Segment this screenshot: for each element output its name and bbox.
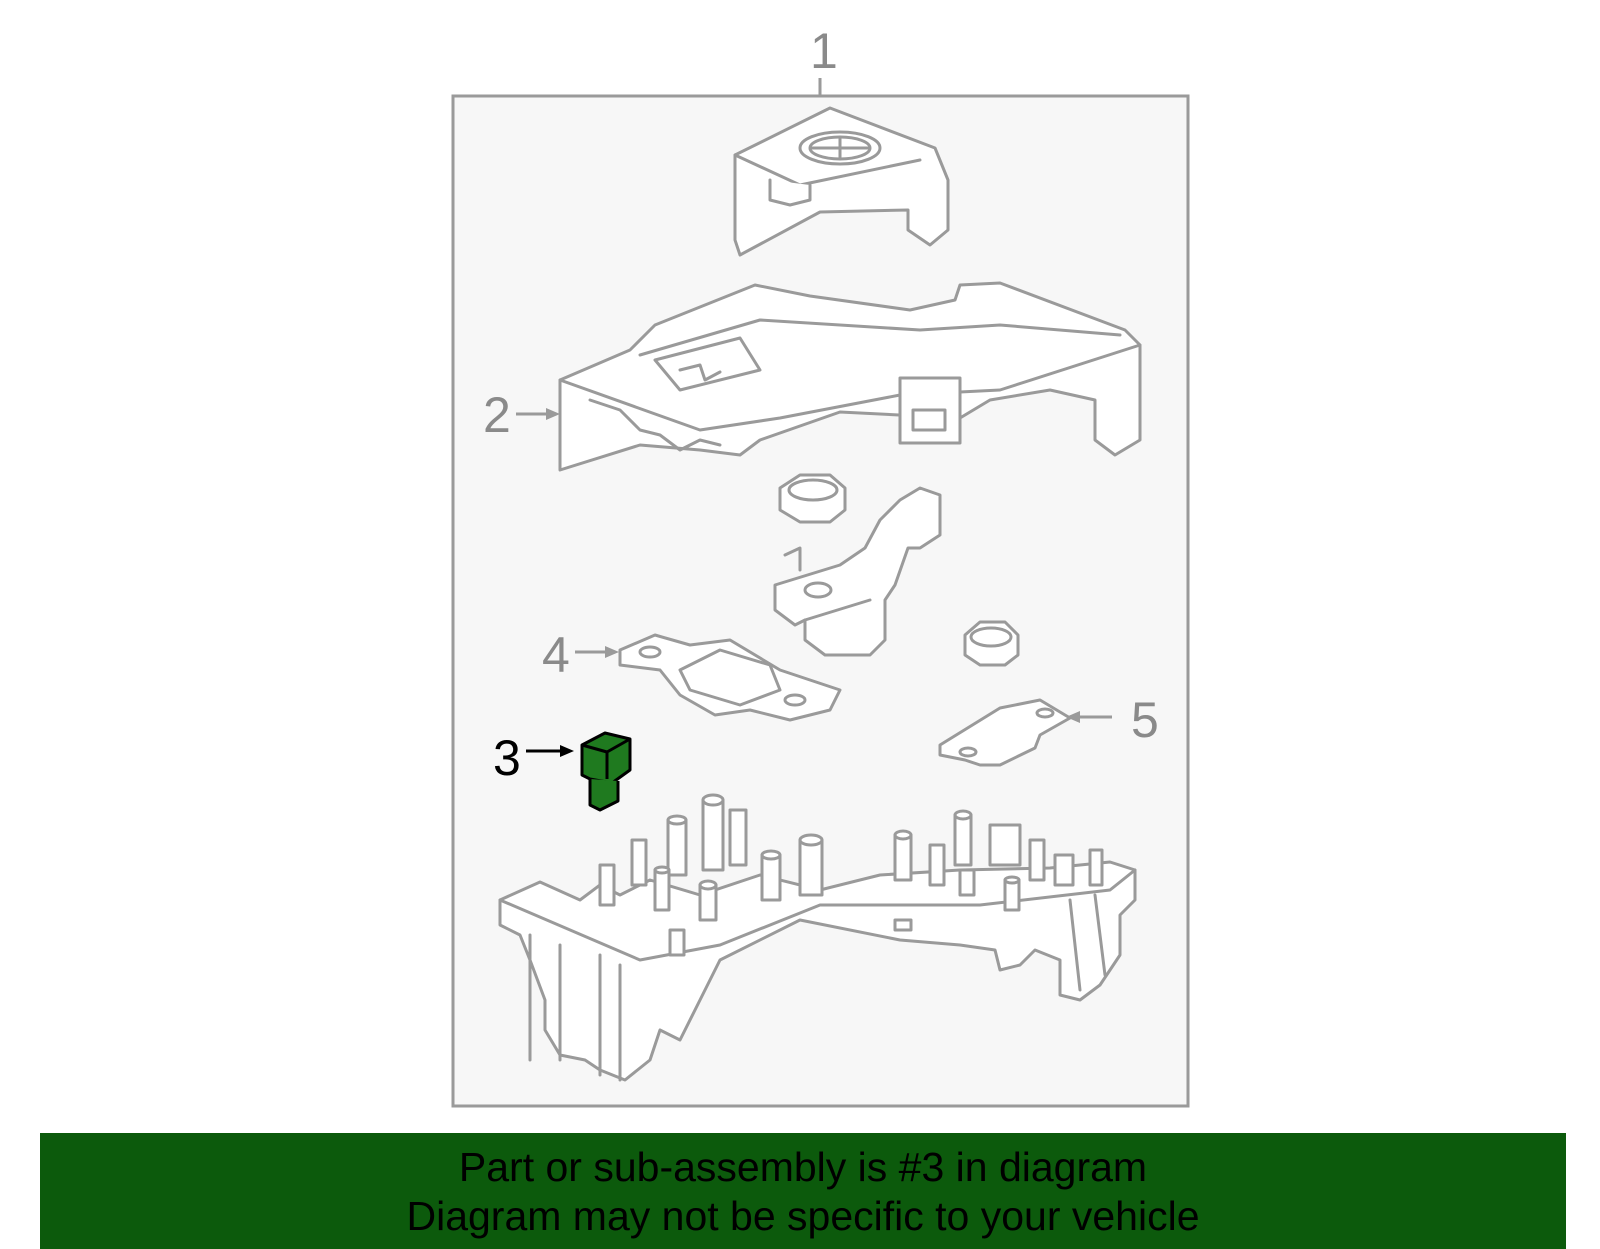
callout-4-arrow bbox=[575, 646, 619, 658]
callout-5-arrow bbox=[1066, 711, 1112, 723]
mega-fuse bbox=[618, 633, 842, 722]
terminal-cover-top bbox=[733, 106, 950, 257]
battery-terminal bbox=[773, 486, 942, 657]
callout-4-label: 4 bbox=[542, 627, 570, 683]
callout-2-label: 2 bbox=[483, 387, 511, 443]
info-banner: Part or sub-assembly is #3 in diagram Di… bbox=[40, 1133, 1566, 1249]
callout-5-label: 5 bbox=[1131, 692, 1159, 748]
banner-line-2: Diagram may not be specific to your vehi… bbox=[406, 1193, 1200, 1239]
nut-right bbox=[963, 620, 1020, 667]
nut-top bbox=[778, 473, 847, 524]
fuse-box-base bbox=[498, 793, 1137, 1082]
small-fuse bbox=[938, 698, 1072, 767]
highlighted-part-3 bbox=[580, 731, 632, 812]
banner-line-1: Part or sub-assembly is #3 in diagram bbox=[458, 1144, 1148, 1190]
callout-3-arrow bbox=[526, 745, 574, 757]
callout-3-label: 3 bbox=[493, 730, 521, 786]
callout-1-label: 1 bbox=[810, 23, 838, 79]
fuse-box-cover bbox=[558, 281, 1142, 472]
callout-2-arrow bbox=[516, 408, 560, 420]
